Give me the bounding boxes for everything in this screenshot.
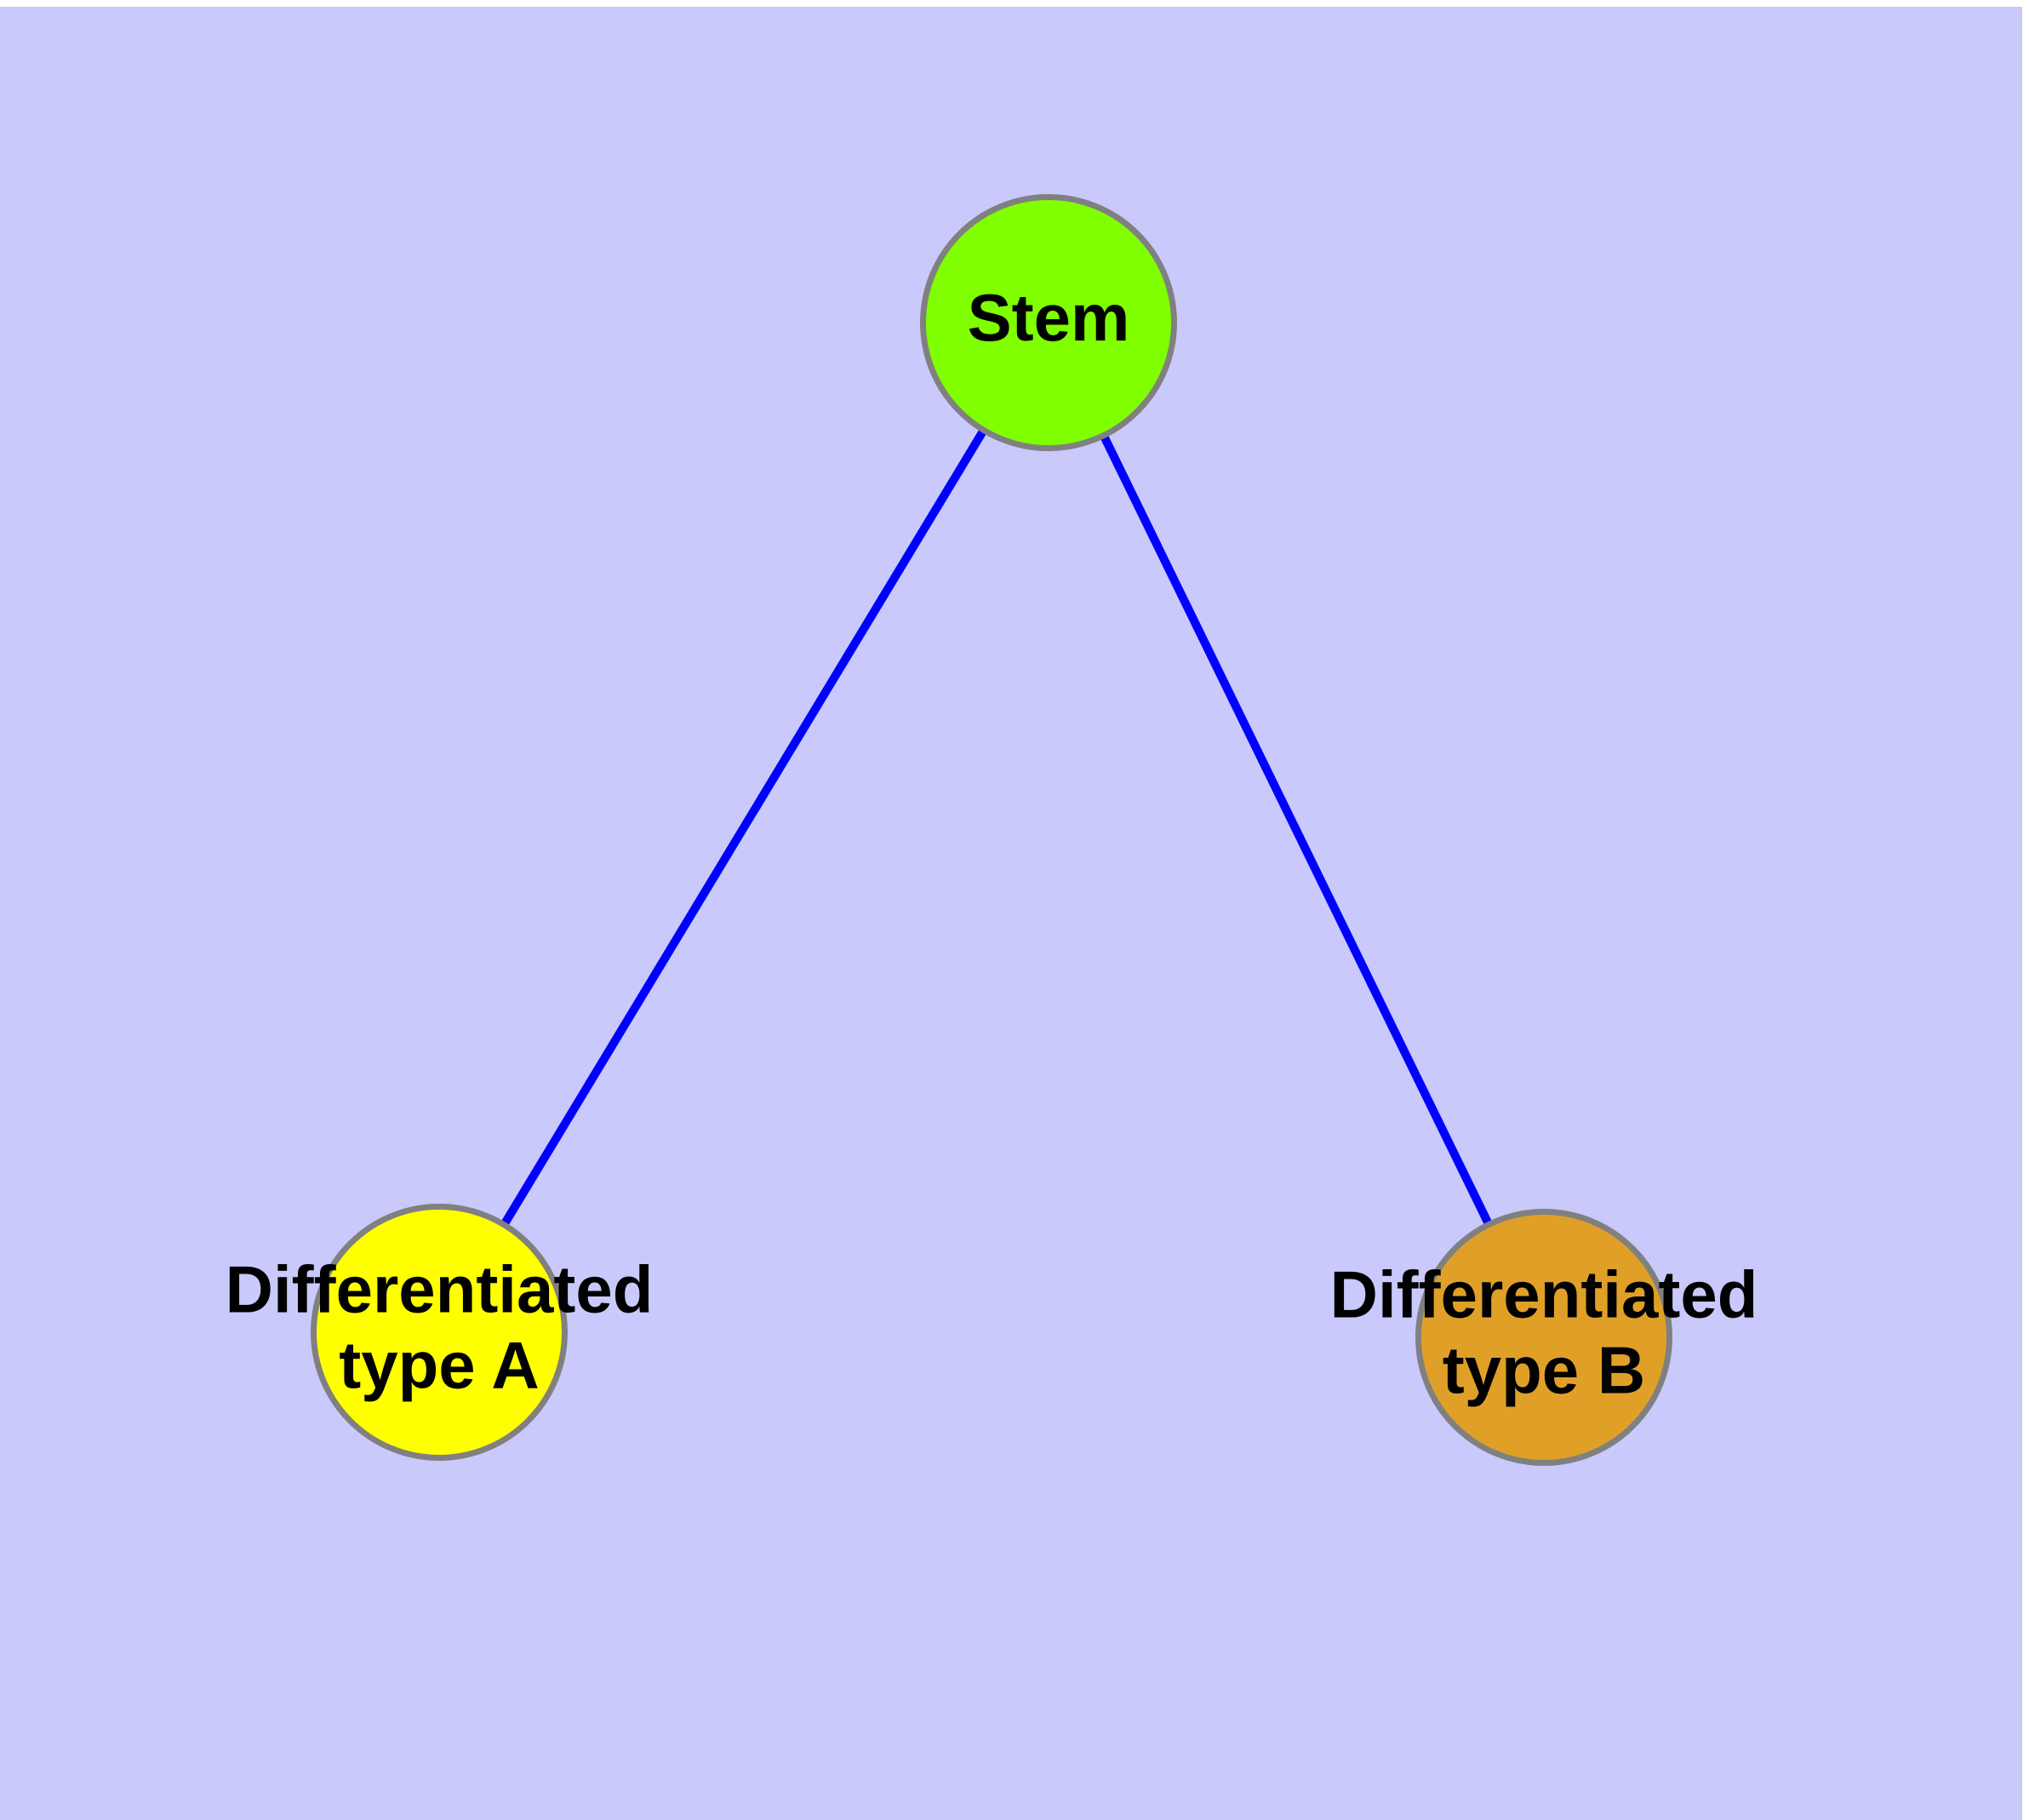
graph-node-label-line: Stem (968, 280, 1130, 355)
graph-node-stem[interactable] (920, 194, 1177, 451)
graph-edge-stem-diff_a[interactable] (500, 428, 987, 1227)
graph-node-label-line: type A (339, 1327, 540, 1402)
graph-node-label-stem: Stem (968, 280, 1130, 355)
graph-node-diff_b[interactable] (1415, 1209, 1672, 1466)
graph-node-diff_a[interactable] (311, 1204, 568, 1461)
graph-node-label-line: Differentiated (226, 1251, 654, 1326)
graph-node-label-line: type B (1443, 1332, 1645, 1407)
edge-layer (500, 428, 1493, 1227)
graph-node-label-line: Differentiated (1330, 1256, 1758, 1331)
node-layer (311, 194, 1672, 1466)
graph-edge-stem-diff_b[interactable] (1100, 434, 1493, 1226)
